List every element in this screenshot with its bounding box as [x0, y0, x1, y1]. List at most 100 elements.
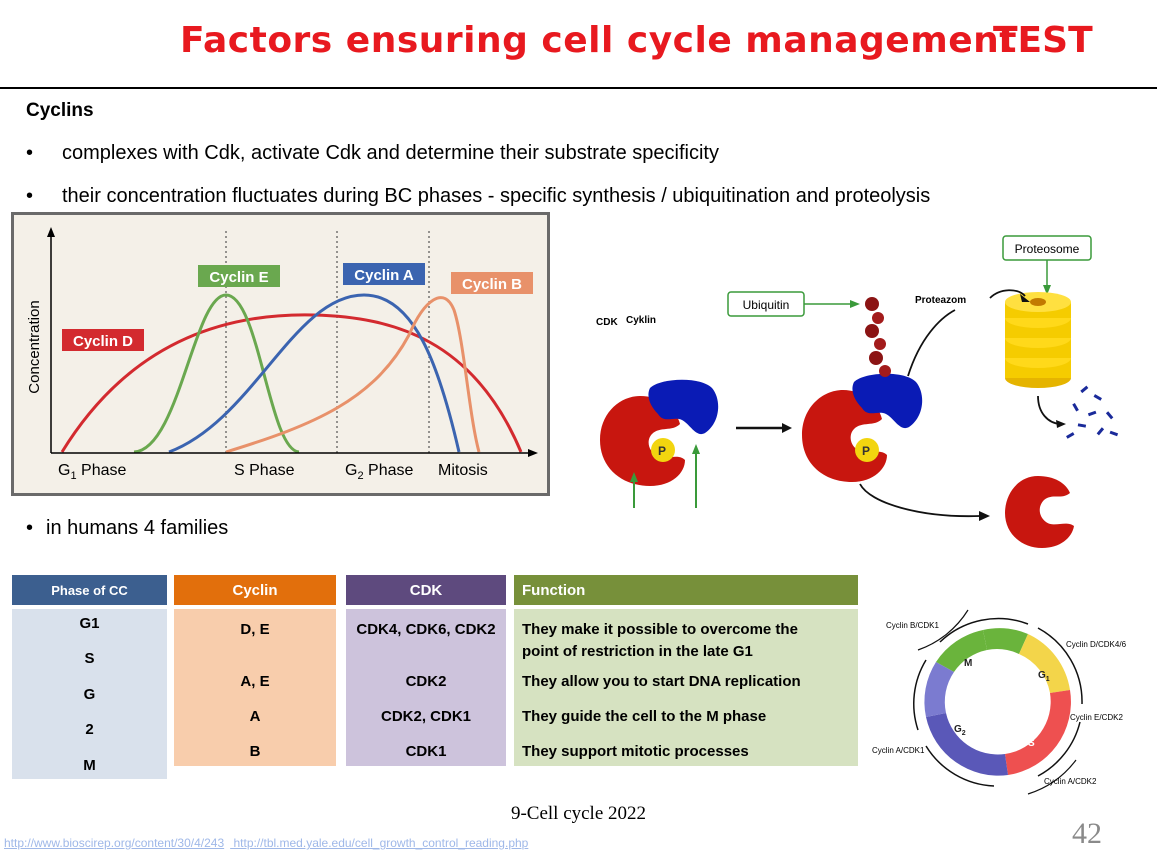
cdk-label: CDK: [596, 317, 618, 328]
wheel-label: Cyclin A/CDK2: [1044, 777, 1097, 786]
title-tag: TEST: [993, 20, 1093, 61]
cyclin-shape: [648, 379, 719, 435]
ubiquitin-chain-icon: [865, 297, 879, 311]
wheel-label: Cyclin B/CDK1: [886, 621, 939, 630]
wheel-label: Cyclin A/CDK1: [872, 746, 925, 755]
phase-cell: G1: [79, 615, 100, 632]
wheel-segment-m: [936, 630, 987, 672]
phase-cell: 2: [85, 721, 94, 738]
bullet-dot: •: [26, 185, 34, 207]
legend-box-cyclin-d: [62, 329, 144, 351]
phosphate-icon: [855, 438, 879, 462]
cyklin-label: Cyklin: [626, 315, 656, 326]
arrow-up-icon: [692, 444, 700, 454]
table-column-cyclin: D, E A, E A B: [174, 609, 336, 766]
cyclin-concentration-chart: Concentration Cyclin D Cyclin E Cyclin A…: [11, 212, 550, 496]
y-axis-label: Concentration: [26, 300, 43, 393]
function-cell: They support mitotic processes: [522, 743, 749, 760]
function-cell: They allow you to start DNA replication: [522, 673, 801, 690]
wheel-letter-s: S: [1028, 738, 1035, 749]
proteazom-label: Proteazom: [915, 295, 966, 306]
legend-box-cyclin-e: [198, 265, 280, 287]
table-column-function: They make it possible to overcome the po…: [514, 609, 858, 766]
cell-cycle-wheel: M G1 S G2 Cyclin B/CDK1 Cyclin D/CDK4/6 …: [872, 609, 1127, 795]
wheel-label: Cyclin E/CDK2: [1070, 713, 1123, 722]
section-heading: Cyclins: [26, 100, 94, 121]
wheel-segment-g2: [926, 713, 1008, 776]
wheel-segment-m-arc: [983, 628, 1028, 654]
reference-link[interactable]: http://tbl.med.yale.edu/cell_growth_cont…: [233, 836, 529, 850]
bullet-dot: •: [26, 517, 34, 539]
cdk-cell: CDK2: [405, 673, 447, 690]
table-header-cdk: CDK: [346, 575, 506, 605]
phosphate-icon: [651, 438, 675, 462]
function-cell: They make it possible to overcome the: [522, 621, 798, 638]
wheel-segment-g1: [1019, 634, 1070, 693]
cdk-cell: CDK2, CDK1: [380, 708, 471, 725]
proteolysis-diagram: CDK Cyklin P P Ubiquitin Proteazom Prote…: [596, 235, 1119, 548]
table-header-phase: Phase of CC: [12, 575, 167, 605]
chart-svg: Concentration Cyclin D Cyclin E Cyclin A…: [26, 227, 538, 482]
reference-links: http://www.bioscirep.org/content/30/4/24…: [4, 836, 534, 850]
peptide-fragments-icon: [1066, 385, 1119, 439]
page-number: 42: [1072, 817, 1102, 850]
proteosome-label: Proteosome: [1015, 242, 1080, 256]
cyclin-cell: A, E: [240, 673, 270, 690]
arrow-right-icon: [1056, 420, 1066, 428]
table-header-function: Function: [514, 575, 858, 605]
phase-label-g2: G2 Phase: [345, 462, 413, 482]
legend-box-cyclin-a: [343, 263, 425, 285]
x-axis-arrow: [528, 449, 538, 457]
wheel-segment-g2-late: [924, 662, 954, 717]
wheel-letter-g2: G2: [954, 724, 966, 737]
phase-label-mitosis: Mitosis: [438, 462, 488, 479]
phase-label-g1: G1 Phase: [58, 462, 126, 482]
slide-title: Factors ensuring cell cycle management T…: [0, 18, 1157, 68]
series-label-cyclin-e: Cyclin E: [209, 269, 268, 286]
series-line-cyclin-a: [168, 293, 461, 454]
arrow-right-icon: [979, 511, 990, 521]
arrow-right-icon: [1020, 294, 1030, 302]
phase-cell: M: [83, 757, 96, 774]
y-axis-arrow: [47, 227, 55, 237]
ubiquitin-label: Ubiquitin: [743, 298, 790, 312]
bullet-text: complexes with Cdk, activate Cdk and det…: [62, 142, 719, 164]
phosphate-label: P: [862, 444, 870, 458]
phosphate-label: P: [658, 444, 666, 458]
series-label-cyclin-d: Cyclin D: [73, 333, 133, 350]
wheel-letter-g1: G1: [1038, 670, 1050, 683]
title-rule: [0, 87, 1157, 89]
cdk-cell: CDK1: [405, 743, 447, 760]
wheel-segment-s: [1005, 690, 1071, 775]
wheel-letter-m: M: [964, 658, 972, 669]
legend-box-cyclin-b: [451, 272, 533, 294]
bullet-text: their concentration fluctuates during BC…: [62, 185, 931, 207]
bullet-dot: •: [26, 142, 34, 164]
arrow-right-icon: [850, 300, 860, 308]
phase-label-s: S Phase: [234, 462, 295, 479]
arrow-right-icon: [782, 423, 792, 433]
bullet-text: in humans 4 families: [46, 517, 229, 539]
cdk-shape: [1005, 476, 1074, 548]
proteasome-icon: [1005, 292, 1071, 388]
title-main: Factors ensuring cell cycle management: [180, 20, 1017, 61]
arrow-up-icon: [630, 472, 638, 482]
table-column-phase: G1 S G 2 M: [12, 609, 167, 779]
cyclin-shape: [852, 373, 923, 429]
phase-cell: S: [84, 650, 95, 667]
wheel-label: Cyclin D/CDK4/6: [1066, 640, 1127, 649]
reference-link[interactable]: http://www.bioscirep.org/content/30/4/24…: [4, 836, 225, 850]
function-cell: point of restriction in the late G1: [522, 643, 753, 660]
cyclin-cell: B: [249, 743, 261, 760]
cdk-cell: CDK4, CDK6, CDK2: [356, 621, 496, 638]
slide-footer: 9-Cell cycle 2022: [510, 803, 647, 824]
series-line-cyclin-e: [133, 293, 300, 454]
arrow-down-icon: [1043, 285, 1051, 295]
cyclin-cell: D, E: [240, 621, 270, 638]
phase-cell: G: [83, 686, 96, 703]
table-header-cyclin: Cyclin: [174, 575, 336, 605]
series-label-cyclin-b: Cyclin B: [462, 276, 522, 293]
function-cell: They guide the cell to the M phase: [522, 708, 767, 725]
table-column-cdk: CDK4, CDK6, CDK2 CDK2 CDK2, CDK1 CDK1: [346, 609, 506, 766]
series-label-cyclin-a: Cyclin A: [354, 267, 414, 284]
